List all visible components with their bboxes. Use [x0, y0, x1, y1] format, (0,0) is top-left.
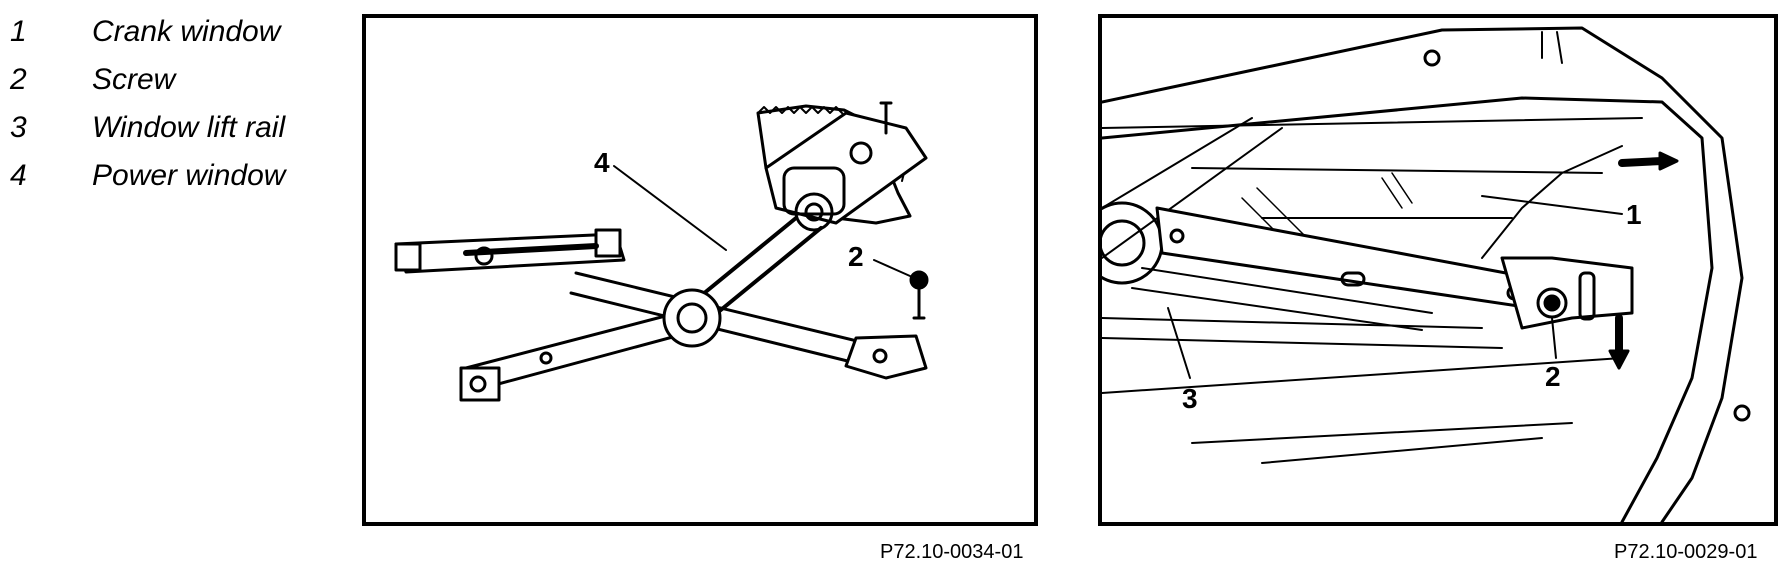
legend-item: 3 Window lift rail: [10, 104, 285, 152]
figure-caption: P72.10-0034-01: [880, 541, 1024, 563]
legend-item: 4 Power window: [10, 152, 285, 200]
regulator-drawing: 4 2: [394, 101, 929, 402]
legend-number: 3: [10, 111, 27, 144]
callout-4-label: 4: [594, 147, 610, 178]
parts-legend: 1 Crank window 2 Screw 3 Window lift rai…: [10, 8, 285, 200]
callout-1-label: 1: [1626, 199, 1642, 230]
figure-caption: P72.10-0029-01: [1614, 541, 1758, 563]
legend-item: 2 Screw: [10, 56, 285, 104]
door-illustration: 1 2 3: [1098, 14, 1778, 526]
door-drawing: 1 2 3: [1102, 26, 1751, 522]
legend-label: Power window: [92, 159, 286, 192]
legend-label: Crank window: [92, 15, 281, 48]
legend-label: Window lift rail: [92, 111, 286, 144]
callout-3-label: 3: [1182, 383, 1198, 414]
callout-2-label: 2: [848, 241, 864, 272]
legend-number: 1: [10, 15, 27, 48]
legend-label: Screw: [92, 63, 176, 96]
callout-2-label: 2: [1545, 361, 1561, 392]
regulator-illustration: 4 2: [362, 14, 1038, 526]
legend-number: 2: [10, 63, 27, 96]
legend-item: 1 Crank window: [10, 8, 285, 56]
legend-number: 4: [10, 159, 27, 192]
